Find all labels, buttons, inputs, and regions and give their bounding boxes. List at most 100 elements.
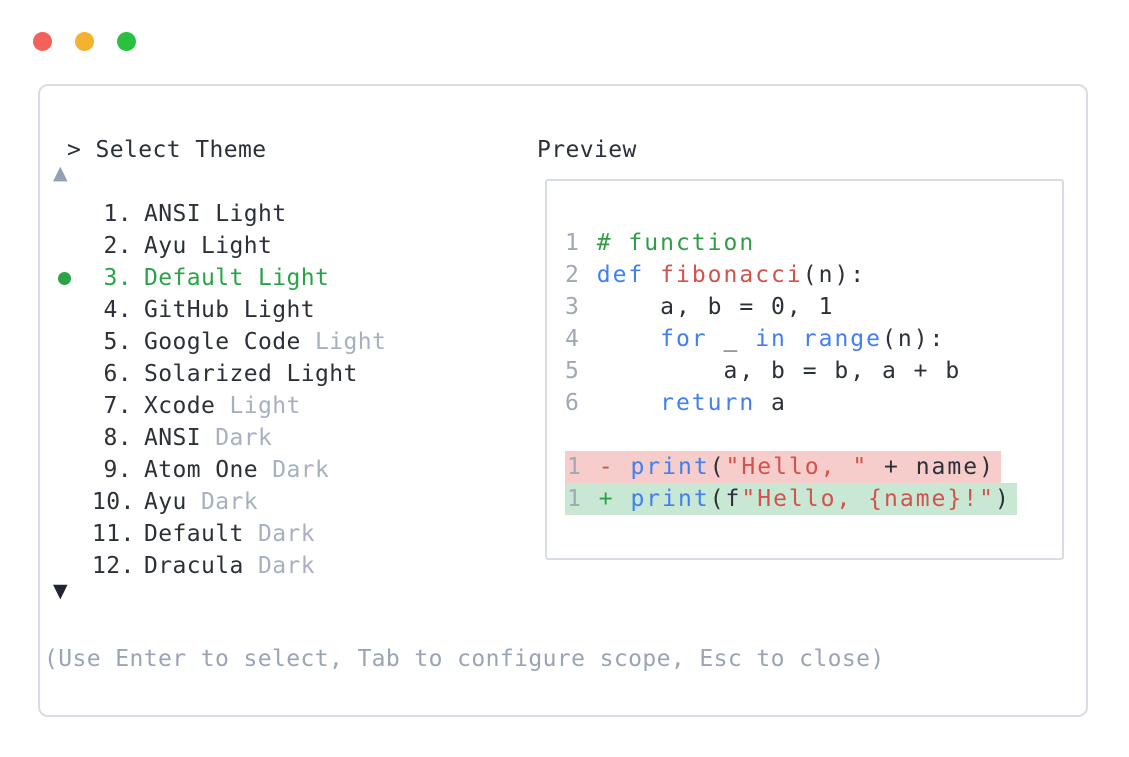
code-token: in — [755, 326, 787, 352]
code-token: print — [630, 486, 710, 512]
space — [581, 262, 597, 288]
line-number: 1 — [565, 230, 581, 256]
line-number: 2 — [565, 262, 581, 288]
theme-item-label: ANSI Light — [144, 198, 286, 230]
preview-diff: 1 - print("Hello, " + name)1 + print(f"H… — [565, 451, 1062, 515]
code-token: def — [596, 262, 645, 288]
code-token: + name) — [868, 454, 995, 480]
theme-item[interactable]: 2. Ayu Light — [40, 230, 510, 262]
theme-item[interactable]: 12. Dracula Dark — [40, 550, 510, 582]
preview-title: Preview — [537, 137, 637, 163]
code-token: (f — [709, 486, 742, 512]
zoom-button[interactable] — [117, 32, 136, 51]
theme-item[interactable]: 8.ANSI Dark — [40, 422, 510, 454]
theme-item-number: 2. — [103, 233, 132, 259]
theme-name-segment: Dark — [272, 457, 330, 483]
theme-name-segment: Default Light — [144, 265, 330, 291]
theme-item[interactable]: 1. ANSI Light — [40, 198, 510, 230]
space — [581, 326, 597, 352]
code-token: a — [755, 390, 787, 416]
theme-item-label: ANSI Dark — [144, 422, 272, 454]
theme-name-segment: Dark — [215, 425, 273, 451]
theme-name-segment: Default — [144, 521, 258, 547]
theme-name-segment: Solarized Light — [144, 361, 358, 387]
line-number: 6 — [565, 390, 581, 416]
theme-item-number: 4. — [103, 297, 132, 323]
code-token: range — [802, 326, 883, 352]
theme-name-segment: Dark — [257, 553, 315, 579]
space — [581, 358, 597, 384]
code-token — [597, 326, 660, 352]
theme-item-number: 11. — [92, 521, 135, 547]
theme-item-label: Google Code Light — [144, 326, 386, 358]
theme-item-number: 9. — [103, 457, 132, 483]
theme-item-label: Ayu Light — [144, 230, 272, 262]
theme-item[interactable]: 11. Default Dark — [40, 518, 510, 550]
code-token: print — [630, 454, 710, 480]
theme-name-segment: Light — [229, 393, 301, 419]
theme-item[interactable]: 4. GitHub Light — [40, 294, 510, 326]
code-token: for — [660, 326, 708, 352]
theme-item[interactable]: 3. Default Light — [40, 262, 510, 294]
theme-name-segment: Ayu Light — [144, 233, 273, 259]
diff-sign-icon: + — [598, 486, 615, 512]
minimize-button[interactable] — [75, 32, 94, 51]
code-line: 1 # function — [565, 227, 1062, 259]
space — [583, 486, 599, 512]
theme-item-label: Solarized Light — [144, 358, 358, 390]
selection-bullet — [56, 454, 92, 486]
theme-item-label: Atom One Dark — [144, 454, 329, 486]
code-token — [787, 326, 803, 352]
selected-dot-icon — [58, 272, 71, 285]
theme-item-label: Xcode Light — [144, 390, 301, 422]
space — [581, 390, 597, 416]
selection-bullet — [56, 486, 92, 518]
diff-line-removed: 1 - print("Hello, " + name) — [565, 451, 1001, 483]
space — [583, 454, 599, 480]
code-line: 4 for _ in range(n): — [565, 323, 1062, 355]
theme-name-segment: Dark — [257, 521, 315, 547]
code-line: 2 def fibonacci(n): — [565, 259, 1062, 291]
theme-list: 1. ANSI Light 2. Ayu Light 3. Default Light 4.… — [40, 198, 510, 582]
theme-item-label: GitHub Light — [144, 294, 315, 326]
theme-name-segment: Dark — [201, 489, 258, 515]
scroll-down-icon[interactable]: ▼ — [53, 580, 68, 602]
code-token: _ — [707, 326, 756, 352]
space — [615, 454, 631, 480]
code-token: "Hello, {name}!" — [741, 486, 995, 512]
theme-name-segment: Google Code — [144, 329, 315, 355]
theme-item[interactable]: 10.Ayu Dark — [40, 486, 510, 518]
window-controls — [33, 32, 136, 51]
scroll-up-icon[interactable]: ▲ — [53, 162, 68, 184]
theme-name-segment: GitHub Light — [144, 297, 315, 323]
code-token: ) — [994, 486, 1011, 512]
code-token: # function — [596, 230, 756, 256]
theme-item[interactable]: 9. Atom One Dark — [40, 454, 510, 486]
selection-bullet — [56, 198, 92, 230]
theme-item-number: 7. — [103, 393, 132, 419]
selection-bullet — [56, 294, 92, 326]
theme-item[interactable]: 6.Solarized Light — [40, 358, 510, 390]
selection-bullet — [56, 422, 92, 454]
theme-item-number: 12. — [92, 553, 135, 579]
selection-bullet — [56, 358, 92, 390]
code-token: ( — [709, 454, 726, 480]
theme-item-number: 10. — [92, 489, 135, 515]
theme-item-label: Default Dark — [144, 518, 315, 550]
theme-item-number: 5. — [103, 329, 132, 355]
code-token: "Hello, " — [725, 454, 869, 480]
close-button[interactable] — [33, 32, 52, 51]
selection-bullet — [56, 518, 92, 550]
line-number: 4 — [565, 326, 581, 352]
theme-name-segment: ANSI Light — [144, 201, 287, 227]
space — [615, 486, 631, 512]
theme-item[interactable]: 5. Google Code Light — [40, 326, 510, 358]
code-token: a, b = b, a + b — [596, 358, 962, 384]
theme-item-number: 1. — [103, 201, 132, 227]
theme-item-number: 3. — [103, 265, 132, 291]
theme-item-label: Dracula Dark — [144, 550, 315, 582]
code-line: 6 return a — [565, 387, 1062, 419]
theme-item[interactable]: 7. Xcode Light — [40, 390, 510, 422]
